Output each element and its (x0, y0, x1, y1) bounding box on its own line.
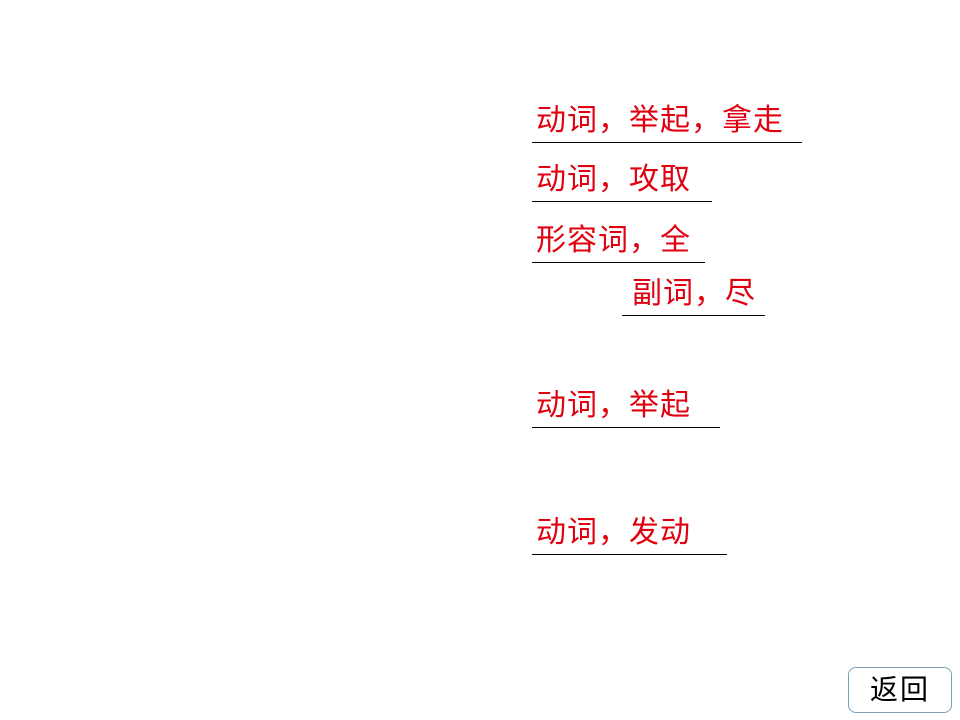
answer-text: 动词，举起，拿走 (536, 103, 784, 138)
back-button-label: 返回 (869, 673, 930, 706)
back-button[interactable]: 返回 (848, 667, 952, 713)
answer-line-3: 形容词，全 (532, 221, 705, 263)
answer-line-4: 副词，尽 (622, 274, 765, 316)
answer-text: 动词，举起 (536, 388, 691, 423)
answer-line-1: 动词，举起，拿走 (532, 101, 802, 143)
answer-line-2: 动词，攻取 (532, 160, 712, 202)
answer-line-5: 动词，举起 (532, 386, 720, 428)
answer-line-6: 动词，发动 (532, 513, 727, 555)
answer-text: 形容词，全 (536, 223, 691, 258)
answer-text: 动词，攻取 (536, 162, 691, 197)
answer-text: 副词，尽 (632, 276, 756, 311)
answer-text: 动词，发动 (536, 515, 691, 550)
